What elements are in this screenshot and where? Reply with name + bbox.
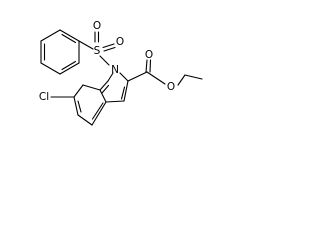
chlorine-atom: Cl [39,91,49,103]
pyrrole-ring [99,72,129,103]
phenyl-ring [40,29,80,75]
structure-canvas: S O O N Cl O O [0,0,236,148]
ether-oxygen-atom: O [167,81,175,93]
sulfonyl-oxygen-atom: O [93,20,101,32]
molecule-structure: S O O N Cl O O [39,20,203,126]
nitrogen-atom: N [111,64,119,76]
carbonyl-oxygen-atom: O [145,49,153,61]
ester-group [127,59,203,86]
benzo-ring [73,80,110,126]
sulfur-atom: S [94,45,101,57]
sulfonyl-oxygen-atom: O [116,36,124,48]
sulfonyl-bonds [78,31,116,66]
